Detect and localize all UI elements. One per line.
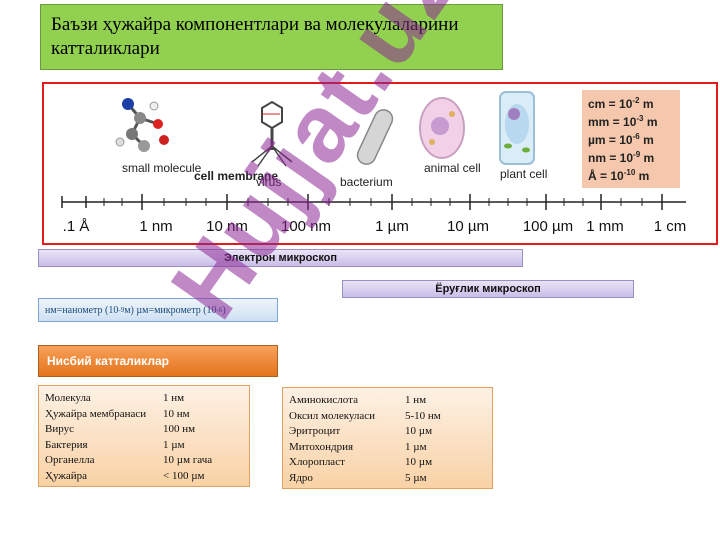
small-molecule-icon <box>115 98 169 152</box>
scale-drawing <box>61 91 686 210</box>
tick-label: 1 cm <box>653 218 687 235</box>
label-bacterium: bacterium <box>340 175 393 189</box>
light-microscope-range: Ёруғлик микроскоп <box>342 280 634 298</box>
unit-angstrom: Å = 10-10 m <box>588 168 650 183</box>
tick-label: 1 mm <box>586 218 624 235</box>
tick-label: 100 µm <box>522 218 574 235</box>
virus-icon <box>251 100 293 167</box>
unit-um: µm = 10-6 m <box>588 132 654 147</box>
electron-microscope-range: Электрон микроскоп <box>38 249 523 267</box>
label-virus: virus <box>256 175 282 189</box>
unit-mm: mm = 10-3 m <box>588 114 658 129</box>
tick-label: 1 nm <box>139 218 173 235</box>
plant-cell-icon <box>499 91 535 165</box>
slide-title-box: Баъзи ҳужайра компонентлари ва молекулал… <box>40 4 503 70</box>
tick-label: 1 µm <box>375 218 409 235</box>
tick-label: 10 nm <box>206 218 248 235</box>
slide-title: Баъзи ҳужайра компонентлари ва молекулал… <box>51 14 459 59</box>
label-plant-cell: plant cell <box>500 167 548 181</box>
tick-label: 10 µm <box>447 218 489 235</box>
unit-note: нм=нанометр (10-9 м) µм=микрометр (10-6) <box>38 298 278 322</box>
unit-definitions: cm = 10-2 m mm = 10-3 m µm = 10-6 m nm =… <box>582 90 680 188</box>
tick-label: .1 Å <box>62 218 90 235</box>
bacterium-icon <box>356 109 394 165</box>
label-animal-cell: animal cell <box>424 161 481 175</box>
scale-axis <box>61 194 686 210</box>
unit-cm: cm = 10-2 m <box>588 96 654 111</box>
label-small-molecule: small molecule <box>122 161 202 175</box>
label-cell-membrane: cell membrane <box>194 169 279 183</box>
size-scale-figure: small molecule cell membrane virus bacte… <box>42 82 718 245</box>
relative-sizes-heading: Нисбий катталиклар <box>38 345 278 377</box>
tick-label: 100 nm <box>280 218 332 235</box>
unit-nm: nm = 10-9 m <box>588 150 655 165</box>
animal-cell-icon <box>419 97 465 159</box>
table-row: Ҳужайра< 100 µм <box>45 469 205 482</box>
